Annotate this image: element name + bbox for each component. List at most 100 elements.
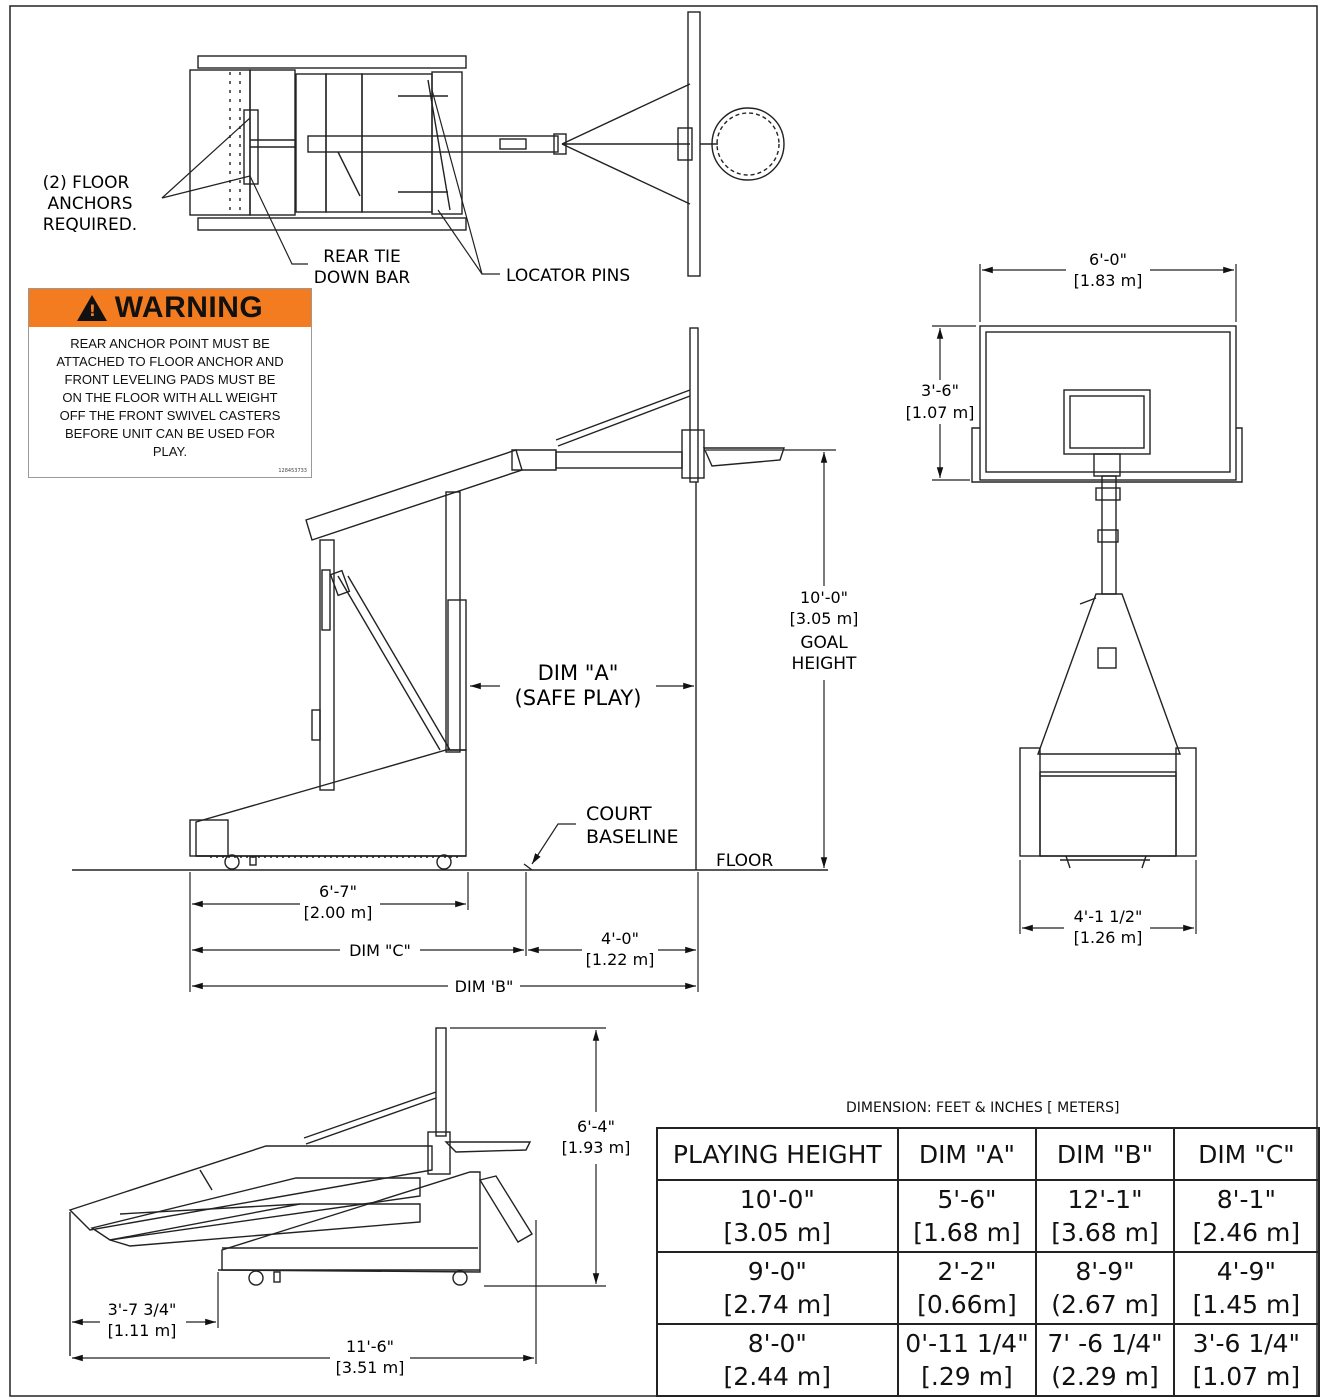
table-row: 9'-0" [2.74 m] 2'-2" [0.66m] 8'-9" (2.67 m]… xyxy=(656,1251,1320,1325)
header-dim-a: DIM "A" xyxy=(896,1127,1038,1181)
dim-a-label-2: (SAFE PLAY) xyxy=(515,686,642,710)
side-view-dims xyxy=(189,449,836,992)
court-baseline-label-2: BASELINE xyxy=(586,826,679,848)
table-cell: 2'-2" [0.66m] xyxy=(896,1251,1038,1325)
fold-height-label-1: 6'-4" xyxy=(577,1117,615,1136)
table-cell: 9'-0" [2.74 m] xyxy=(656,1251,899,1325)
folded-view-dims xyxy=(72,1027,606,1364)
side-view xyxy=(72,327,828,871)
cell-feet: 5'-6" xyxy=(937,1185,997,1214)
dimension-table: PLAYING HEIGHT DIM "A" DIM "B" DIM "C" 1… xyxy=(656,1127,1320,1397)
goal-height-label-2: [3.05 m] xyxy=(790,609,859,628)
fold-rear-label-2: [1.11 m] xyxy=(108,1321,177,1340)
bb-width-label-2: [1.83 m] xyxy=(1074,271,1143,290)
table-cell: 10'-0" [3.05 m] xyxy=(656,1179,899,1253)
floor-label: FLOOR xyxy=(716,851,773,871)
rear-tie-label-2: DOWN BAR xyxy=(314,268,411,288)
table-header-row: PLAYING HEIGHT DIM "A" DIM "B" DIM "C" xyxy=(656,1127,1320,1181)
warning-line: PLAY. xyxy=(152,444,188,459)
goal-height-label-3: GOAL xyxy=(800,633,848,653)
warning-line: ON THE FLOOR WITH ALL WEIGHT xyxy=(62,390,278,405)
table-cell: 3'-6 1/4" [1.07 m] xyxy=(1172,1323,1320,1397)
table-row: 10'-0" [3.05 m] 5'-6" [1.68 m] 12'-1" [3.68… xyxy=(656,1179,1320,1253)
dimension-table-caption: DIMENSION: FEET & INCHES [ METERS] xyxy=(846,1100,1120,1116)
cell-meters: [2.46 m] xyxy=(1192,1218,1301,1247)
fold-rear-label-1: 3'-7 3/4" xyxy=(108,1300,177,1319)
base-width-label-1: 4'-1 1/2" xyxy=(1074,907,1143,926)
warning-part-code: 128453733 xyxy=(278,468,307,474)
warning-line: FRONT LEVELING PADS MUST BE xyxy=(64,372,276,387)
cell-feet: 8'-9" xyxy=(1075,1257,1135,1286)
header-dim-b: DIM "B" xyxy=(1035,1127,1175,1181)
cell-meters: [1.07 m] xyxy=(1192,1362,1301,1391)
cell-feet: 0'-11 1/4" xyxy=(905,1329,1029,1358)
four-ft-label-1: 4'-0" xyxy=(601,929,639,948)
table-cell: 7' -6 1/4" (2.29 m] xyxy=(1035,1323,1175,1397)
fold-length-label-2: [3.51 m] xyxy=(336,1358,405,1377)
cell-feet: 3'-6 1/4" xyxy=(1192,1329,1301,1358)
cell-feet: 7' -6 1/4" xyxy=(1047,1329,1163,1358)
goal-height-label-1: 10'-0" xyxy=(800,588,848,607)
table-cell: 12'-1" [3.68 m] xyxy=(1035,1179,1175,1253)
warning-line: REAR ANCHOR POINT MUST BE xyxy=(70,336,270,351)
warning-text: REAR ANCHOR POINT MUST BE ATTACHED TO FL… xyxy=(29,327,311,461)
dim-c-label: DIM "C" xyxy=(349,941,411,960)
dim-a-label-1: DIM "A" xyxy=(538,661,619,685)
goal-height-label-4: HEIGHT xyxy=(792,654,857,674)
top-view xyxy=(189,11,785,277)
table-row: 8'-0"[2.44 m] 0'-11 1/4" [.29 m] 7' -6 1/… xyxy=(656,1323,1320,1397)
header-playing-height: PLAYING HEIGHT xyxy=(656,1127,899,1181)
front-view xyxy=(971,325,1243,869)
cell-feet: 10'-0" xyxy=(739,1185,815,1214)
base-length-label-2: [2.00 m] xyxy=(304,903,373,922)
cell-meters: [1.68 m] xyxy=(913,1218,1021,1247)
cell-meters: [1.45 m] xyxy=(1192,1290,1301,1319)
floor-anchors-label-1: (2) FLOOR xyxy=(43,173,130,193)
dim-b-label: DIM 'B" xyxy=(455,977,514,996)
bb-height-label-2: [1.07 m] xyxy=(906,403,975,422)
cell-feet: 12'-1" xyxy=(1067,1185,1143,1214)
rear-tie-label-1: REAR TIE xyxy=(323,247,401,267)
folded-view xyxy=(68,1027,533,1356)
court-baseline-label-1: COURT xyxy=(586,803,652,825)
table-cell: 5'-6" [1.68 m] xyxy=(896,1179,1038,1253)
cell-meters: (2.67 m] xyxy=(1051,1290,1159,1319)
bb-width-label-1: 6'-0" xyxy=(1089,250,1127,269)
table-cell: 4'-9" [1.45 m] xyxy=(1172,1251,1320,1325)
base-width-label-2: [1.26 m] xyxy=(1074,928,1143,947)
warning-header: WARNING xyxy=(29,289,311,327)
cell-feet: 8'-1" xyxy=(1216,1185,1276,1214)
base-length-label-1: 6'-7" xyxy=(319,882,357,901)
table-cell: 8'-0"[2.44 m] xyxy=(656,1323,899,1397)
cell-feet: 4'-9" xyxy=(1216,1257,1276,1286)
floor-anchors-label-2: ANCHORS xyxy=(48,194,133,214)
cell-meters: (2.29 m] xyxy=(1051,1362,1159,1391)
top-view-leaders xyxy=(161,89,500,275)
warning-line: BEFORE UNIT CAN BE USED FOR xyxy=(65,426,275,441)
locator-pins-label: LOCATOR PINS xyxy=(506,266,630,286)
floor-anchors-label-3: REQUIRED. xyxy=(43,215,137,235)
cell-meters: [.29 m] xyxy=(921,1362,1013,1391)
warning-label: WARNING REAR ANCHOR POINT MUST BE ATTACH… xyxy=(28,288,312,478)
cell-meters: [3.68 m] xyxy=(1051,1218,1159,1247)
warning-line: OFF THE FRONT SWIVEL CASTERS xyxy=(59,408,281,423)
warning-title: WARNING xyxy=(114,291,264,324)
fold-height-label-2: [1.93 m] xyxy=(562,1138,631,1157)
table-cell: 0'-11 1/4" [.29 m] xyxy=(896,1323,1038,1397)
front-view-dims xyxy=(932,264,1237,934)
cell-meters: [2.44 m] xyxy=(723,1362,832,1391)
cell-meters: [2.74 m] xyxy=(723,1290,832,1319)
header-dim-c: DIM "C" xyxy=(1172,1127,1320,1181)
cell-feet: 9'-0" xyxy=(747,1257,807,1286)
four-ft-label-2: [1.22 m] xyxy=(586,950,655,969)
cell-meters: [3.05 m] xyxy=(723,1218,832,1247)
sheet-border xyxy=(9,5,1318,1397)
table-cell: 8'-9" (2.67 m] xyxy=(1035,1251,1175,1325)
bb-height-label-1: 3'-6" xyxy=(921,381,959,400)
cell-feet: 2'-2" xyxy=(937,1257,997,1286)
cell-meters: [0.66m] xyxy=(917,1290,1017,1319)
warning-line: ATTACHED TO FLOOR ANCHOR AND xyxy=(56,354,284,369)
fold-length-label-1: 11'-6" xyxy=(346,1337,394,1356)
table-cell: 8'-1" [2.46 m] xyxy=(1172,1179,1320,1253)
